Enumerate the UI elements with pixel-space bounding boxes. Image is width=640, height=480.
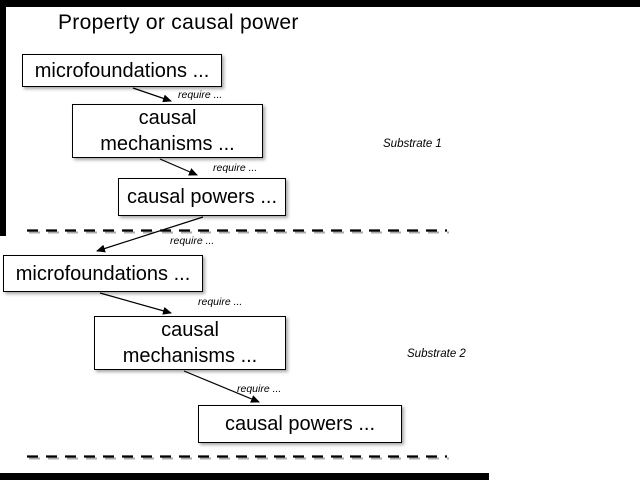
arrow-label-require-2: require ...	[213, 162, 258, 174]
box-causal-powers-1: causal powers ...	[118, 178, 286, 216]
arrow-mechanisms2-to-powers2	[183, 370, 260, 403]
substrate-2-label: Substrate 2	[407, 348, 466, 360]
top-border-bar	[0, 0, 640, 7]
box-microfoundations-1: microfoundations ...	[22, 54, 222, 87]
slide-title: Property or causal power	[58, 11, 299, 34]
arrow-powers1-to-microfoundations2	[96, 216, 204, 253]
arrow-label-require-1: require ...	[178, 89, 223, 101]
box-microfoundations-2: microfoundations ...	[3, 255, 203, 292]
arrow-mechanisms1-to-powers1	[159, 158, 198, 176]
bottom-border-bar	[0, 473, 489, 480]
arrow-label-require-3: require ...	[170, 235, 215, 247]
arrow-label-require-4: require ...	[198, 296, 243, 308]
box-causal-powers-2: causal powers ...	[198, 405, 402, 443]
box-causal-mechanisms-1: causal mechanisms ...	[72, 104, 263, 158]
box-causal-mechanisms-2: causal mechanisms ...	[94, 316, 286, 370]
arrow-microfoundations2-to-mechanisms2	[99, 292, 172, 315]
arrow-label-require-5: require ...	[237, 383, 282, 395]
arrow-microfoundations1-to-mechanisms1	[132, 87, 172, 103]
substrate-1-label: Substrate 1	[383, 138, 442, 150]
left-border-bar	[0, 0, 6, 236]
